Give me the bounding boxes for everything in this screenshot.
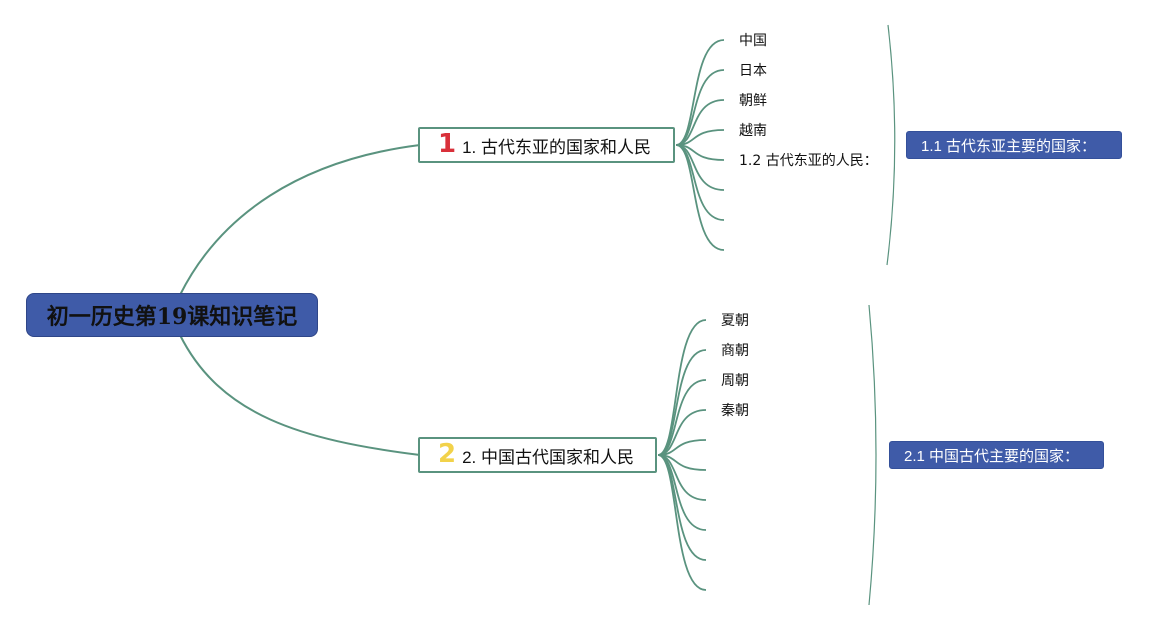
branch-1-summary[interactable]: 1.1 古代东亚主要的国家： xyxy=(906,131,1122,159)
branch-2-leaf-connectors xyxy=(657,319,707,591)
leaf-connector xyxy=(657,454,707,471)
branch-1-label: 1. 古代东亚的国家和人民 xyxy=(462,137,651,157)
branch-2-item[interactable]: 商朝 xyxy=(721,343,749,359)
branch-2-item[interactable]: 夏朝 xyxy=(721,313,749,329)
branch-1-summary-label: 1.1 古代东亚主要的国家： xyxy=(921,137,1097,155)
branch-2-topic[interactable]: 2 2. 中国古代国家和人民 xyxy=(418,437,657,473)
branch-2-item[interactable]: 周朝 xyxy=(721,373,749,389)
branch-1-leaf-connectors xyxy=(675,39,725,251)
leaf-connector xyxy=(675,39,725,146)
root-to-branch-2-connector xyxy=(179,334,421,456)
branch-1-item[interactable]: 中国 xyxy=(739,33,767,49)
leaf-connector xyxy=(657,454,707,591)
root-to-branch-1-connector xyxy=(179,144,421,296)
leaf-connector xyxy=(675,144,725,191)
root-topic[interactable]: 初一历史第19课知识笔记 xyxy=(26,293,318,337)
leaf-connector xyxy=(657,454,707,531)
branch-1-item[interactable]: 朝鲜 xyxy=(739,93,767,109)
leaf-connector xyxy=(675,144,725,251)
branch-1-item[interactable]: 日本 xyxy=(739,63,767,79)
branch-2-summary-bracket xyxy=(868,304,877,606)
leaf-connector xyxy=(675,69,725,146)
branch-1-topic[interactable]: 1 1. 古代东亚的国家和人民 xyxy=(418,127,675,163)
leaf-connector xyxy=(657,409,707,456)
number-one-marker-icon: 1 xyxy=(438,129,457,159)
number-two-marker-icon: 2 xyxy=(438,439,457,469)
branch-2-summary-label: 2.1 中国古代主要的国家： xyxy=(904,447,1080,465)
leaf-connector xyxy=(657,439,707,456)
leaf-connector xyxy=(675,99,725,146)
leaf-connector xyxy=(657,454,707,561)
leaf-connector xyxy=(657,319,707,456)
branch-2-label: 2. 中国古代国家和人民 xyxy=(462,447,634,467)
branch-1-item[interactable]: 1.2 古代东亚的人民： xyxy=(739,153,878,169)
leaf-connector xyxy=(657,454,707,501)
leaf-connector xyxy=(675,144,725,161)
leaf-connector xyxy=(657,379,707,456)
leaf-connector xyxy=(675,144,725,221)
leaf-connector xyxy=(675,129,725,146)
root-topic-title: 初一历史第19课知识笔记 xyxy=(46,304,298,330)
branch-1-summary-bracket xyxy=(886,24,896,266)
branch-2-item[interactable]: 秦朝 xyxy=(721,403,749,419)
leaf-connector xyxy=(657,349,707,456)
branch-1-item[interactable]: 越南 xyxy=(739,123,767,139)
branch-2-summary[interactable]: 2.1 中国古代主要的国家： xyxy=(889,441,1104,469)
